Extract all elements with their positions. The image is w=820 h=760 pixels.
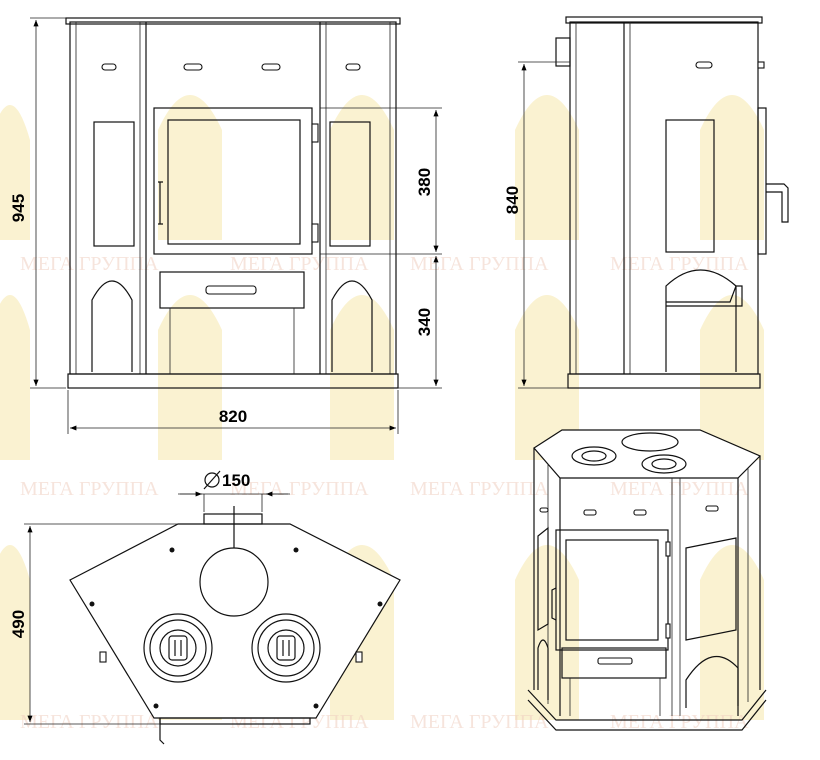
side-door-profile xyxy=(757,107,767,255)
iso-left-burner xyxy=(571,446,617,466)
watermark-text-row-1: МЕГА ГРУППА МЕГА ГРУППА МЕГА ГРУППА МЕГА… xyxy=(20,253,749,275)
iso-right-arch xyxy=(685,655,739,708)
front-door xyxy=(153,107,313,255)
svg-text:МЕГА ГРУППА: МЕГА ГРУППА xyxy=(230,478,369,500)
svg-text:МЕГА ГРУППА: МЕГА ГРУППА xyxy=(20,253,159,275)
door-hinge-top xyxy=(311,123,319,143)
side-window xyxy=(665,119,715,253)
iso-door-glass xyxy=(565,539,659,641)
svg-text:МЕГА ГРУППА: МЕГА ГРУППА xyxy=(410,711,549,733)
watermark-text-row-3: МЕГА ГРУППА МЕГА ГРУППА МЕГА ГРУППА МЕГА… xyxy=(20,711,749,733)
svg-text:945: 945 xyxy=(9,194,28,222)
watermark-emblems xyxy=(0,95,764,720)
front-door-glass xyxy=(167,119,301,245)
top-left-knob xyxy=(99,651,107,663)
side-vent-handle xyxy=(695,61,713,69)
svg-text:150: 150 xyxy=(222,471,250,490)
dim-width-820: 820 xyxy=(67,390,399,434)
dim-height-945: 945 xyxy=(9,17,66,389)
side-vent-stub xyxy=(757,61,765,69)
iso-ash-drawer xyxy=(561,647,667,679)
top-view: 150 490 xyxy=(9,470,401,745)
dim-lower-340: 340 xyxy=(398,255,442,389)
dim-depth-490: 490 xyxy=(9,523,178,725)
top-right-knob xyxy=(355,651,363,663)
side-view: 840 xyxy=(503,16,789,389)
front-right-side-window xyxy=(329,121,371,247)
side-ash-drawer xyxy=(666,285,743,307)
svg-text:МЕГА ГРУППА: МЕГА ГРУППА xyxy=(610,711,749,733)
top-bolts xyxy=(89,547,383,709)
dim-upper-380: 380 xyxy=(320,107,442,255)
watermark-text-row-2: МЕГА ГРУППА МЕГА ГРУППА МЕГА ГРУППА МЕГА… xyxy=(20,478,749,500)
iso-right-window xyxy=(685,537,737,641)
door-hinge-bottom xyxy=(311,223,319,243)
ash-drawer-handle xyxy=(205,285,257,295)
top-left-burner xyxy=(143,613,213,683)
iso-flue-opening xyxy=(621,432,679,452)
side-arch xyxy=(665,269,737,372)
svg-text:МЕГА ГРУППА: МЕГА ГРУППА xyxy=(410,253,549,275)
svg-text:380: 380 xyxy=(415,168,434,196)
svg-text:МЕГА ГРУППА: МЕГА ГРУППА xyxy=(410,478,549,500)
iso-right-burner xyxy=(641,454,687,474)
front-left-arch xyxy=(91,280,133,372)
front-left-side-window xyxy=(93,121,135,247)
dim-flue-diameter-150: 150 xyxy=(178,470,290,548)
ash-drawer xyxy=(159,271,305,309)
svg-text:МЕГА ГРУППА: МЕГА ГРУППА xyxy=(610,478,749,500)
iso-left-arch xyxy=(537,639,549,700)
front-view: 945 380 340 820 xyxy=(9,17,442,434)
front-top-plate xyxy=(65,17,401,25)
svg-text:820: 820 xyxy=(219,407,247,426)
side-base xyxy=(567,373,761,389)
top-right-burner xyxy=(251,613,321,683)
front-vent-handles xyxy=(101,63,361,71)
svg-text:МЕГА ГРУППА: МЕГА ГРУППА xyxy=(230,253,369,275)
svg-text:840: 840 xyxy=(503,186,522,214)
svg-text:490: 490 xyxy=(9,610,28,638)
top-door-handle xyxy=(159,718,165,745)
side-top-plate xyxy=(565,16,763,24)
iso-left-window xyxy=(537,526,549,632)
svg-text:МЕГА ГРУППА: МЕГА ГРУППА xyxy=(20,711,159,733)
iso-door xyxy=(555,529,669,651)
dim-height-840: 840 xyxy=(503,61,570,389)
svg-text:340: 340 xyxy=(415,308,434,336)
iso-base xyxy=(527,689,767,721)
front-base xyxy=(67,373,399,389)
isometric-view xyxy=(527,429,767,731)
svg-text:МЕГА ГРУППА: МЕГА ГРУППА xyxy=(20,478,159,500)
side-door-handle xyxy=(766,183,789,223)
svg-text:МЕГА ГРУППА: МЕГА ГРУППА xyxy=(610,253,749,275)
side-flue-collar xyxy=(555,37,571,67)
top-flue-collar xyxy=(203,513,263,525)
door-handle xyxy=(158,181,163,225)
front-right-arch xyxy=(331,280,373,372)
watermark: МЕГА ГРУППА МЕГА ГРУППА МЕГА ГРУППА МЕГА… xyxy=(0,95,764,733)
